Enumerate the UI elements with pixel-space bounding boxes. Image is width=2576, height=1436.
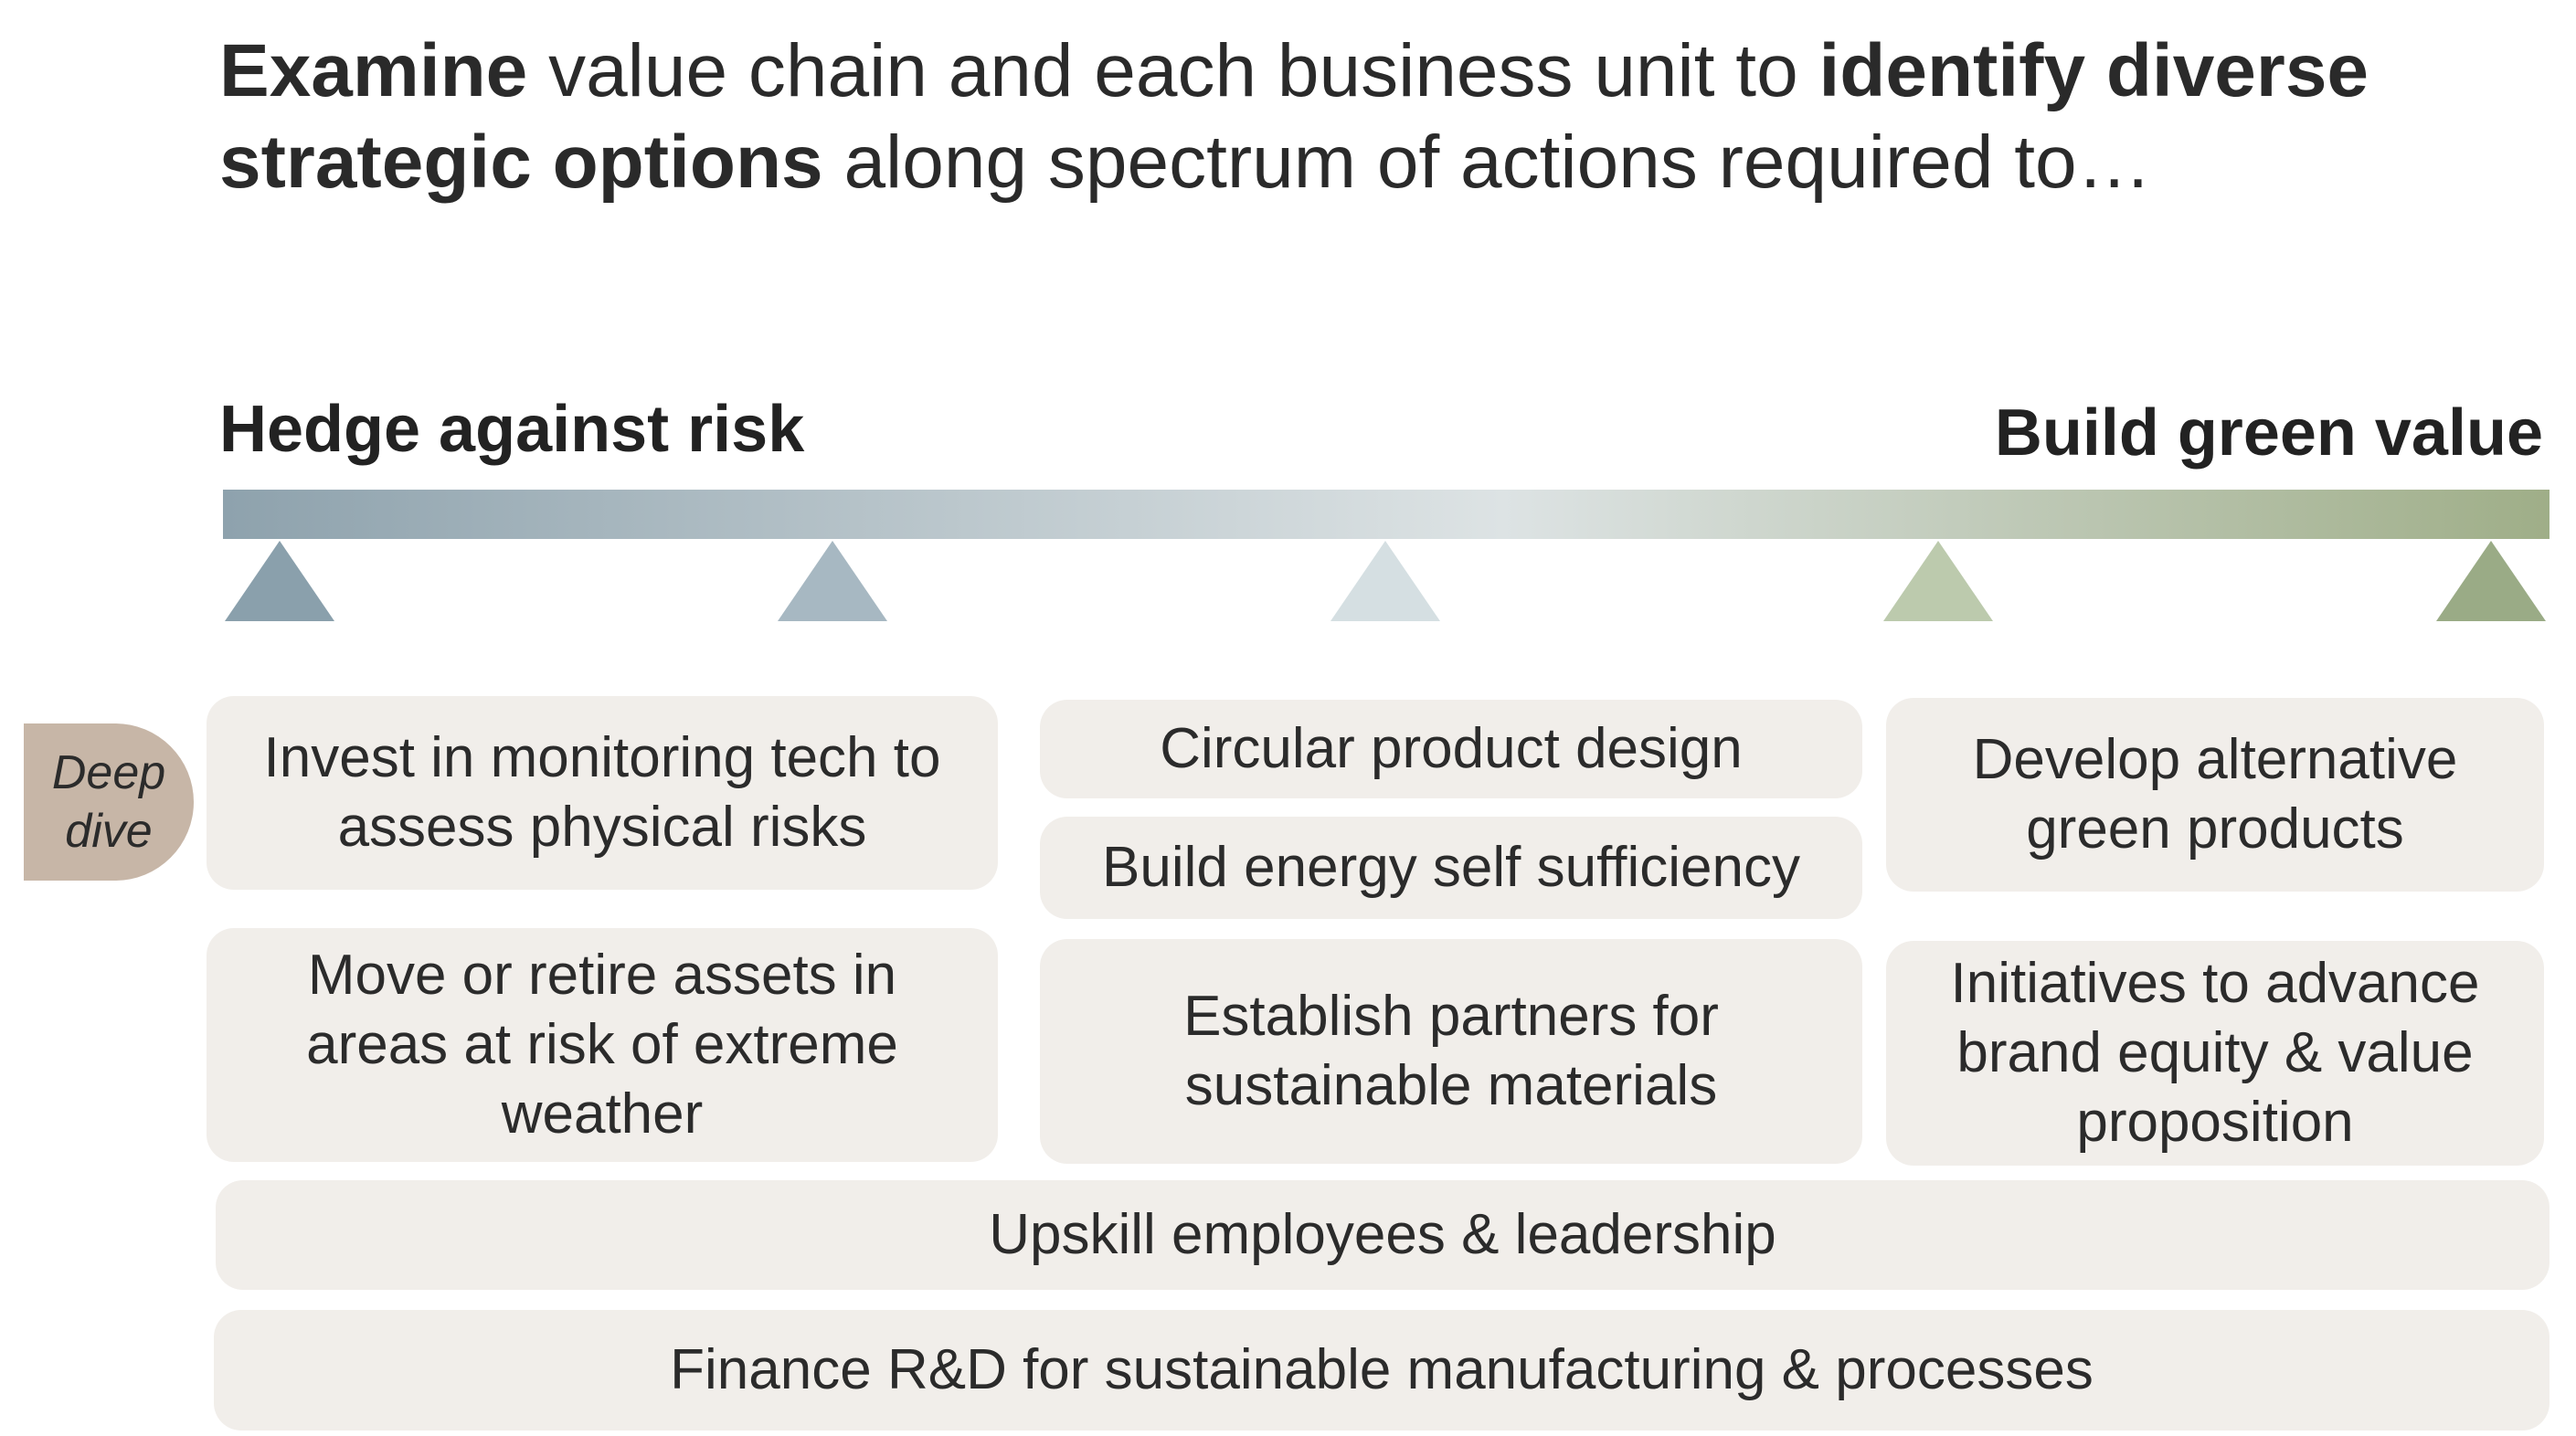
option-sustainable-partners: Establish partners for sustainable mater…: [1040, 939, 1862, 1164]
deep-dive-tag: Deep dive: [24, 723, 194, 881]
spectrum-gradient-bar: [223, 490, 2549, 539]
spectrum-marker-2: [778, 541, 887, 621]
headline: Examine value chain and each business un…: [219, 26, 2504, 208]
spectrum-marker-5: [2436, 541, 2546, 621]
option-energy-self-sufficiency: Build energy self sufficiency: [1040, 817, 1862, 919]
option-move-retire-assets: Move or retire assets in areas at risk o…: [207, 928, 998, 1162]
spectrum-marker-1: [225, 541, 334, 621]
spectrum-right-label: Build green value: [1994, 396, 2543, 470]
option-brand-equity: Initiatives to advance brand equity & va…: [1886, 941, 2544, 1166]
option-upskill: Upskill employees & leadership: [216, 1180, 2549, 1290]
headline-bold-1: Examine: [219, 29, 528, 112]
spectrum-left-label: Hedge against risk: [219, 393, 805, 466]
option-monitoring-tech: Invest in monitoring tech to assess phys…: [207, 696, 998, 890]
headline-text-4: along spectrum of actions required to…: [822, 121, 2152, 204]
option-finance-rnd: Finance R&D for sustainable manufacturin…: [214, 1310, 2549, 1431]
headline-text-2: value chain and each business unit to: [527, 29, 1819, 112]
spectrum-marker-4: [1883, 541, 1993, 621]
option-circular-design: Circular product design: [1040, 700, 1862, 798]
headline-bold-3: identify diverse strategic options: [219, 29, 2369, 204]
option-green-products: Develop alternative green products: [1886, 698, 2544, 892]
spectrum-marker-3: [1330, 541, 1440, 621]
